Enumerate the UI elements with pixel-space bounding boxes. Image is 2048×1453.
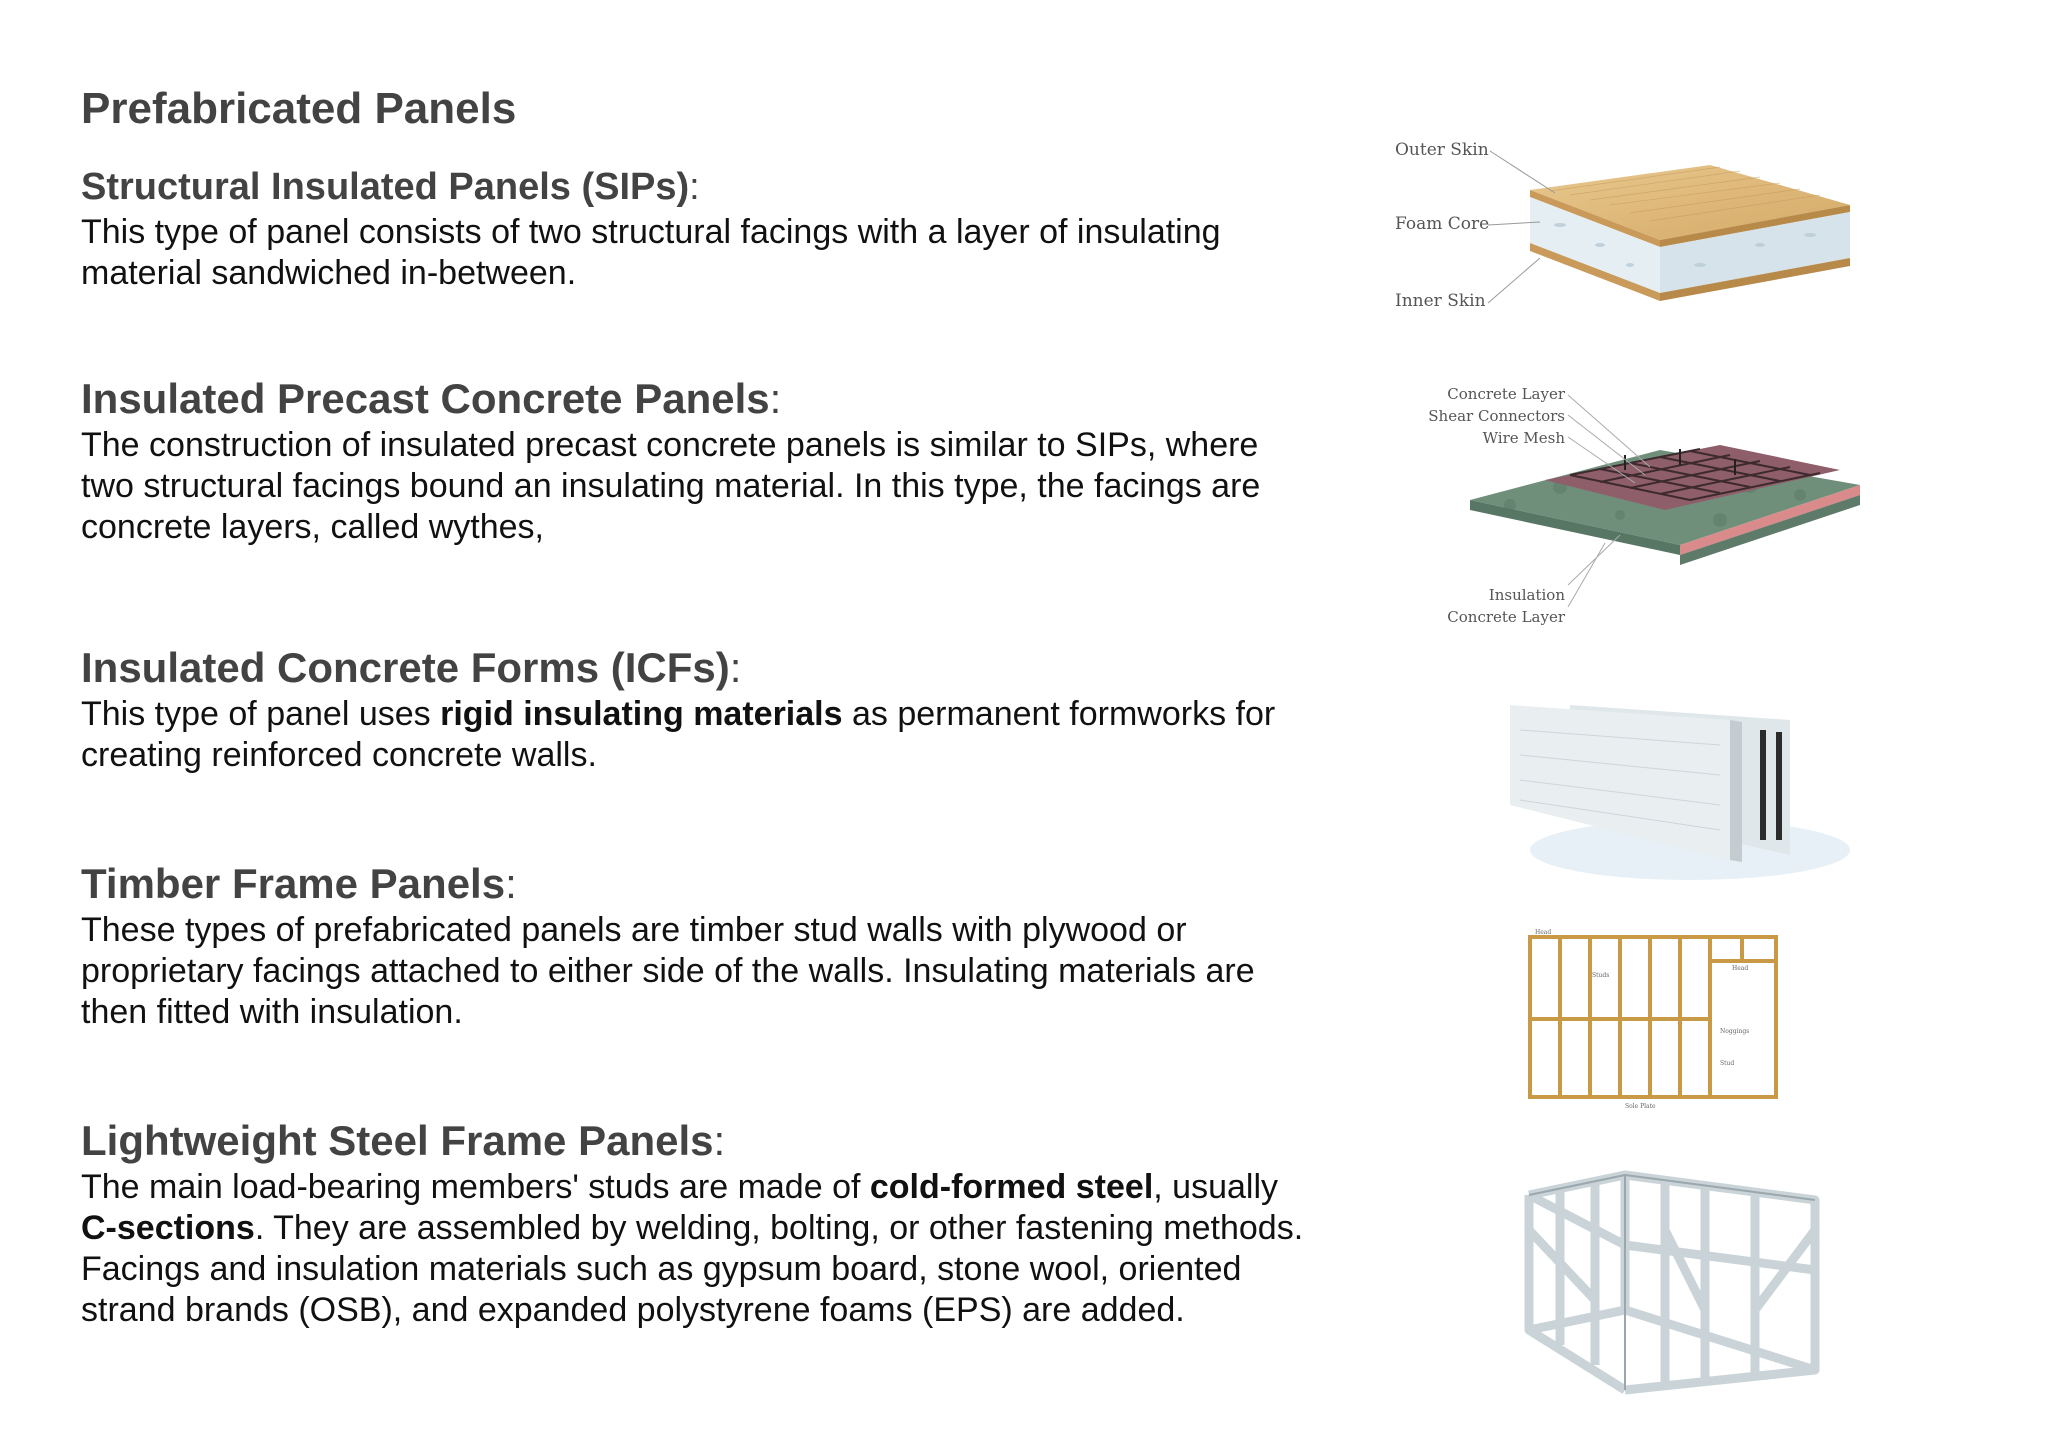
label-outer-skin: Outer Skin bbox=[1395, 140, 1489, 160]
heading-colon: : bbox=[769, 375, 782, 422]
body-bold-text: C-sections bbox=[81, 1209, 255, 1248]
body-text: as permanent formworks for creating rein… bbox=[81, 695, 1276, 775]
body-text: This type of panel uses bbox=[81, 695, 441, 734]
body-text: The construction of insulated precast co… bbox=[81, 426, 1261, 547]
section-heading: Structural Insulated Panels (SIPs): bbox=[81, 166, 1311, 210]
sip-panel-illustration: Outer Skin Foam Core Inner Skin bbox=[1395, 140, 1850, 311]
icf-panel-illustration bbox=[1510, 705, 1850, 880]
label-concrete-layer-bottom: Concrete Layer bbox=[1447, 608, 1566, 626]
section-sips: Structural Insulated Panels (SIPs): This… bbox=[81, 166, 1311, 294]
label-stud: Stud bbox=[1720, 1060, 1734, 1067]
label-shear-connectors: Shear Connectors bbox=[1428, 407, 1565, 425]
label-noggings: Noggings bbox=[1720, 1028, 1749, 1035]
body-bold-text: rigid insulating materials bbox=[440, 695, 843, 734]
precast-panel-illustration: Concrete Layer Shear Connectors Wire Mes… bbox=[1428, 385, 1860, 626]
section-body: This type of panel uses rigid insulating… bbox=[81, 694, 1311, 776]
heading-text: Insulated Concrete Forms (ICFs) bbox=[81, 644, 730, 691]
body-text: The main load-bearing members' studs are… bbox=[81, 1168, 870, 1207]
label-wire-mesh: Wire Mesh bbox=[1483, 429, 1566, 447]
timber-frame-shape bbox=[1528, 935, 1778, 1099]
body-text: These types of prefabricated panels are … bbox=[81, 911, 1255, 1032]
label-studs: Studs bbox=[1592, 972, 1609, 979]
body-text: This type of panel consists of two struc… bbox=[81, 212, 1221, 292]
section-icfs: Insulated Concrete Forms (ICFs): This ty… bbox=[81, 644, 1311, 776]
insulation-shape bbox=[1545, 445, 1840, 510]
section-heading: Insulated Concrete Forms (ICFs): bbox=[81, 644, 1311, 692]
front-foam-panel bbox=[1510, 705, 1730, 860]
section-timber-frame: Timber Frame Panels: These types of pref… bbox=[81, 860, 1311, 1033]
timber-frame-illustration: Head Studs Head Noggings Stud Sole Plate bbox=[1528, 929, 1778, 1110]
heading-colon: : bbox=[713, 1117, 726, 1164]
steel-frame-shape bbox=[1524, 1170, 1820, 1395]
section-steel-frame: Lightweight Steel Frame Panels: The main… bbox=[81, 1117, 1311, 1331]
heading-text: Insulated Precast Concrete Panels bbox=[81, 375, 770, 422]
heading-text: Timber Frame Panels bbox=[81, 860, 506, 907]
label-head-right: Head bbox=[1732, 965, 1748, 972]
page-title: Prefabricated Panels bbox=[81, 84, 517, 133]
body-text: . They are assembled by welding, bolting… bbox=[81, 1209, 1304, 1330]
section-precast-concrete: Insulated Precast Concrete Panels: The c… bbox=[81, 375, 1311, 548]
steel-frame-illustration bbox=[1524, 1170, 1820, 1395]
label-sole-plate: Sole Plate bbox=[1625, 1103, 1656, 1110]
section-body: The main load-bearing members' studs are… bbox=[81, 1167, 1311, 1331]
section-body: This type of panel consists of two struc… bbox=[81, 212, 1311, 294]
outer-skin-shape bbox=[1530, 165, 1850, 240]
body-bold-text: cold-formed steel bbox=[869, 1168, 1154, 1207]
heading-colon: : bbox=[729, 644, 742, 691]
section-heading: Lightweight Steel Frame Panels: bbox=[81, 1117, 1311, 1165]
section-heading: Insulated Precast Concrete Panels: bbox=[81, 375, 1311, 423]
heading-text: Lightweight Steel Frame Panels bbox=[81, 1117, 714, 1164]
label-head: Head bbox=[1535, 929, 1551, 936]
section-body: These types of prefabricated panels are … bbox=[81, 910, 1311, 1033]
inner-skin-shape bbox=[1530, 243, 1660, 301]
heading-colon: : bbox=[505, 860, 517, 907]
label-inner-skin: Inner Skin bbox=[1395, 291, 1486, 311]
label-insulation: Insulation bbox=[1489, 586, 1566, 604]
heading-text: Structural Insulated Panels (SIPs) bbox=[81, 166, 690, 208]
label-concrete-layer: Concrete Layer bbox=[1447, 385, 1566, 403]
ties-shape bbox=[1760, 730, 1782, 840]
heading-colon: : bbox=[689, 166, 700, 208]
section-heading: Timber Frame Panels: bbox=[81, 860, 1311, 908]
section-body: The construction of insulated precast co… bbox=[81, 425, 1311, 548]
label-foam-core: Foam Core bbox=[1395, 214, 1489, 234]
body-text: , usually bbox=[1153, 1168, 1278, 1207]
